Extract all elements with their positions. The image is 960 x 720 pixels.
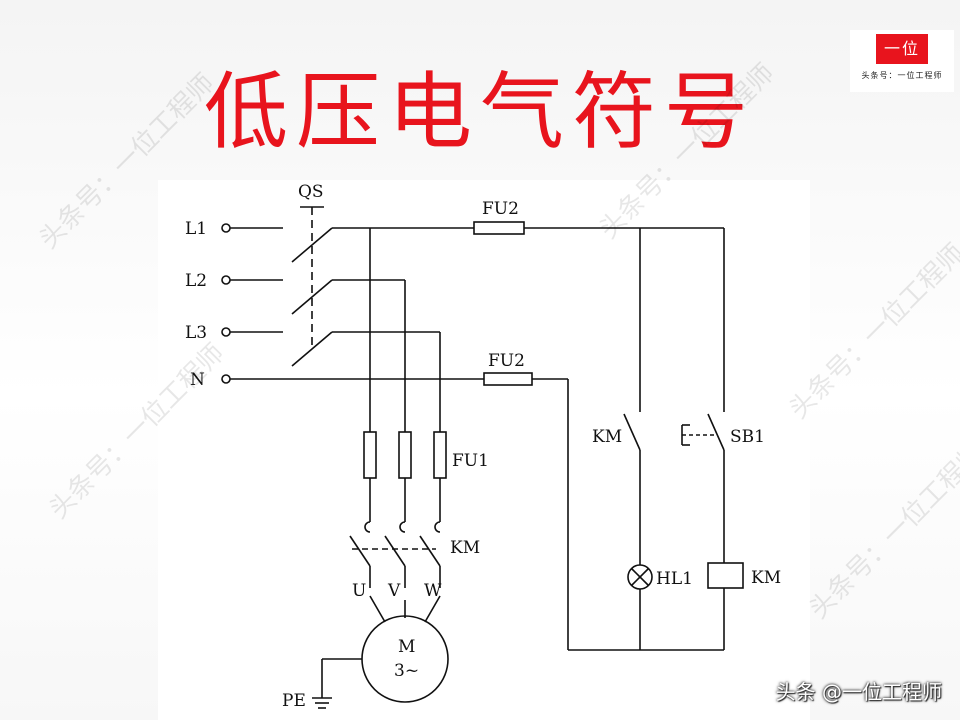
credit-text: 头条 @一位工程师 — [775, 680, 942, 704]
logo-mark: 一位 — [876, 34, 928, 64]
label-pe: PE — [282, 691, 306, 711]
label-km-aux: KM — [592, 427, 622, 447]
page-title: 低压电气符号 — [203, 63, 756, 161]
label-u: U — [352, 581, 366, 601]
label-l3: L3 — [185, 323, 207, 343]
label-motor-phase: 3~ — [394, 661, 419, 681]
logo-subtitle: 头条号：一位工程师 — [861, 71, 943, 80]
circuit-diagram: QS FU2 L1 L2 L3 N FU2 FU1 KM U V W M 3~ … — [185, 182, 781, 711]
watermark-text: 头条号：一位工程师 — [784, 238, 960, 425]
logo: 一位 头条号：一位工程师 — [850, 30, 954, 92]
watermark-text: 头条号：一位工程师 — [804, 438, 960, 625]
label-hl1: HL1 — [656, 569, 693, 589]
label-w: W — [424, 581, 442, 601]
label-qs: QS — [298, 182, 324, 202]
label-l2: L2 — [185, 271, 207, 291]
label-fu1: FU1 — [452, 451, 489, 471]
label-l1: L1 — [185, 219, 207, 239]
label-fu2-top: FU2 — [482, 199, 519, 219]
label-fu2-mid: FU2 — [488, 351, 525, 371]
label-v: V — [387, 581, 401, 601]
label-n: N — [190, 370, 205, 390]
circuit-diagram-panel: QS FU2 L1 L2 L3 N FU2 FU1 KM U V W M 3~ … — [158, 180, 810, 720]
label-motor-m: M — [398, 637, 415, 657]
qs-switch-symbol — [291, 206, 333, 367]
terminals — [221, 223, 292, 384]
label-sb1: SB1 — [730, 427, 765, 447]
power-wiring — [312, 228, 449, 709]
label-km-main: KM — [450, 538, 480, 558]
control-wiring — [292, 221, 744, 651]
label-km-coil: KM — [751, 568, 781, 588]
